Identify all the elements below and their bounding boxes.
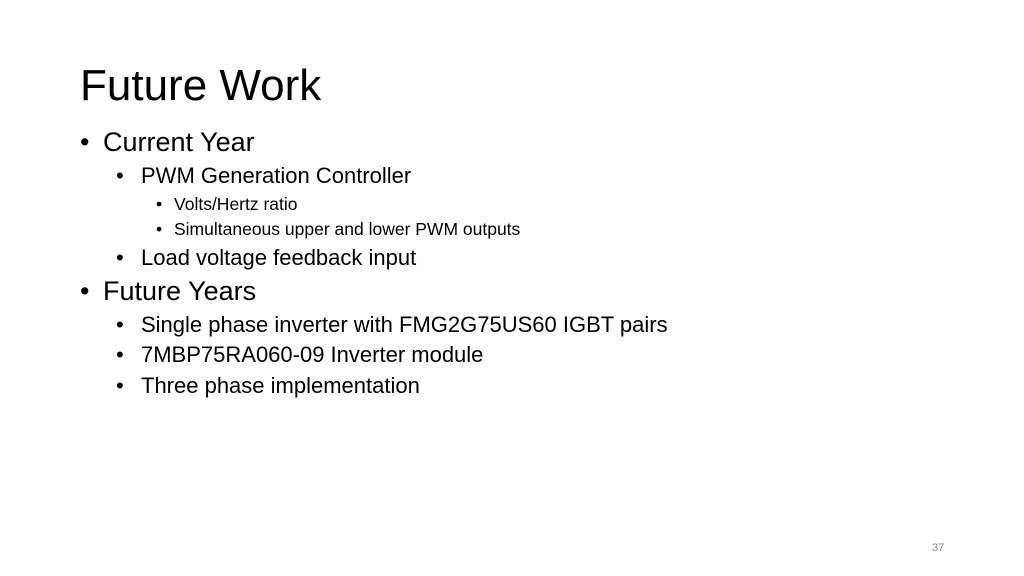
bullet-marker: • xyxy=(116,163,124,188)
bullet-marker: • xyxy=(116,245,124,270)
bullet-marker: • xyxy=(116,373,124,398)
page-number: 37 xyxy=(932,542,945,554)
bullet-text: Current Year xyxy=(103,127,255,157)
bullet-pwm-generation-controller: • PWM Generation Controller xyxy=(116,162,411,190)
bullet-text: Future Years xyxy=(103,276,257,306)
bullet-marker: • xyxy=(116,312,124,337)
bullet-text: PWM Generation Controller xyxy=(141,163,412,188)
bullet-marker: • xyxy=(80,127,90,157)
bullet-three-phase-implementation: • Three phase implementation xyxy=(116,372,420,400)
bullet-text: Volts/Hertz ratio xyxy=(174,194,298,214)
bullet-future-years: • Future Years xyxy=(80,275,256,307)
bullet-single-phase-inverter: • Single phase inverter with FMG2G75US60… xyxy=(116,311,668,339)
bullet-text: Simultaneous upper and lower PWM outputs xyxy=(174,219,521,239)
bullet-marker: • xyxy=(80,276,90,306)
bullet-text: Single phase inverter with FMG2G75US60 I… xyxy=(141,312,668,337)
bullet-text: Load voltage feedback input xyxy=(141,245,417,270)
bullet-volts-hertz-ratio: • Volts/Hertz ratio xyxy=(156,193,298,215)
bullet-inverter-module: • 7MBP75RA060-09 Inverter module xyxy=(116,341,483,369)
bullet-simultaneous-pwm-outputs: • Simultaneous upper and lower PWM outpu… xyxy=(156,218,520,240)
bullet-marker: • xyxy=(156,219,163,239)
bullet-load-voltage-feedback: • Load voltage feedback input xyxy=(116,244,416,272)
bullet-text: Three phase implementation xyxy=(141,373,420,398)
slide-title: Future Work xyxy=(80,61,322,110)
bullet-current-year: • Current Year xyxy=(80,126,255,158)
bullet-text: 7MBP75RA060-09 Inverter module xyxy=(141,342,484,367)
bullet-marker: • xyxy=(156,194,163,214)
bullet-marker: • xyxy=(116,342,124,367)
